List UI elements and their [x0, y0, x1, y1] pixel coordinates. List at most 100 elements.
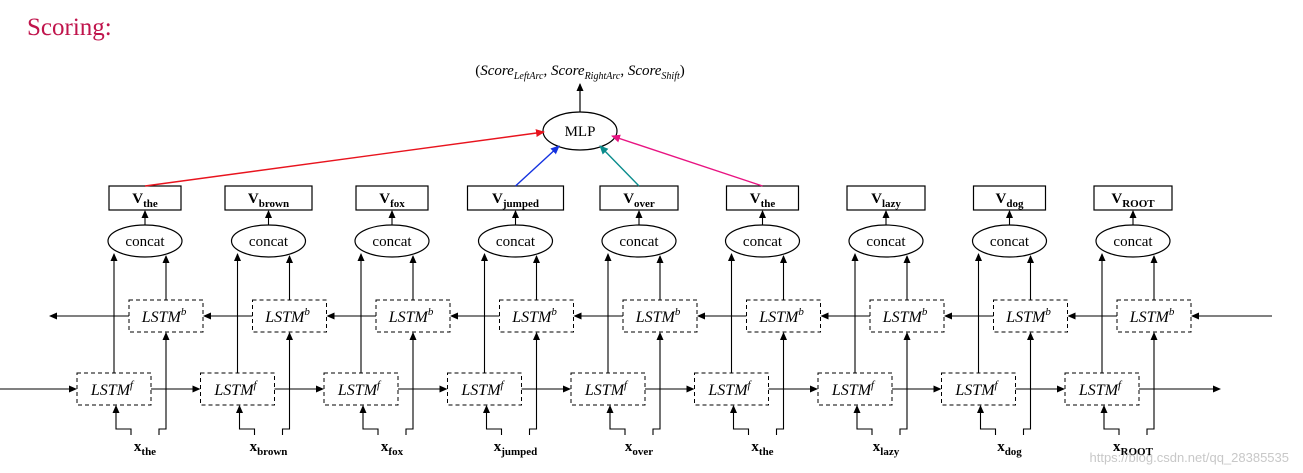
input-symbol: x — [873, 439, 881, 455]
vector-box — [355, 185, 429, 211]
input-to-backward-link — [1146, 340, 1155, 435]
lstm-sup: b — [675, 306, 681, 318]
lstm-sup: f — [254, 379, 259, 391]
lstm-word: LSTM — [882, 309, 924, 326]
lstm-forward-box — [1064, 372, 1140, 406]
input-symbol: x — [625, 439, 633, 455]
lstm-sup: f — [377, 379, 382, 391]
concat-label: concat — [249, 234, 289, 250]
input-symbol: x — [494, 439, 502, 455]
lstm-forward-box — [941, 372, 1016, 406]
lstm-forward-label: LSTMf — [460, 379, 505, 399]
lstm-forward-label: LSTMf — [213, 379, 258, 399]
input-subscript: ROOT — [1121, 446, 1154, 458]
lstm-backward-label: LSTMb — [1129, 306, 1175, 326]
lstm-forward-label: LSTMf — [337, 379, 382, 399]
input-to-forward-link — [732, 413, 750, 435]
input-to-forward-link — [238, 413, 256, 435]
lstm-sup: f — [501, 379, 506, 391]
vector-box — [466, 185, 565, 211]
input-to-backward-link — [405, 340, 414, 435]
mlp-label: MLP — [565, 124, 596, 140]
input-to-forward-link — [115, 413, 132, 435]
lstm-forward-label: LSTMf — [1078, 379, 1123, 399]
vector-box — [846, 185, 926, 211]
concat-label: concat — [1113, 234, 1153, 250]
input-to-backward-link — [899, 340, 908, 435]
input-label: xROOT — [1113, 439, 1154, 458]
concat-label: concat — [619, 234, 659, 250]
input-to-forward-link — [1103, 413, 1120, 435]
lstm-word: LSTM — [213, 382, 255, 399]
lstm-forward-label: LSTMf — [707, 379, 752, 399]
vector-subscript: the — [761, 198, 776, 210]
input-to-forward-link — [979, 413, 997, 435]
input-to-forward-link — [609, 413, 626, 435]
lstm-sup: b — [304, 306, 310, 318]
lstm-backward-box — [622, 299, 698, 333]
input-subscript: over — [632, 446, 653, 458]
concat-node — [848, 224, 924, 258]
vector-subscript: the — [143, 198, 158, 210]
vector-label: Vover — [623, 191, 655, 210]
input-symbol: x — [751, 439, 759, 455]
concat-node — [230, 224, 307, 258]
lstm-word: LSTM — [707, 382, 749, 399]
lstm-word: LSTM — [954, 382, 996, 399]
input-subscript: jumped — [500, 446, 537, 458]
input-to-backward-link — [1022, 340, 1032, 435]
input-label: xover — [625, 439, 653, 458]
input-to-backward-link — [775, 340, 785, 435]
input-symbol: x — [381, 439, 389, 455]
vector-subscript: brown — [259, 198, 289, 210]
vector-symbol: V — [248, 191, 259, 207]
lstm-word: LSTM — [90, 382, 132, 399]
lstm-backward-box — [869, 299, 945, 333]
vector-subscript: dog — [1006, 198, 1024, 210]
concat-node — [107, 224, 183, 258]
lstm-forward-box — [323, 372, 399, 406]
vector-to-mlp-arrow — [611, 134, 763, 187]
lstm-backward-box — [1116, 299, 1192, 333]
input-subscript: brown — [257, 446, 287, 458]
input-subscript: lazy — [880, 446, 899, 458]
vector-symbol: V — [871, 191, 882, 207]
input-symbol: x — [250, 439, 258, 455]
input-to-backward-link — [281, 340, 291, 435]
vector-symbol: V — [996, 191, 1007, 207]
input-label: xthe — [751, 439, 773, 458]
input-label: xdog — [997, 439, 1022, 458]
concat-label: concat — [990, 234, 1030, 250]
lstm-sup: b — [922, 306, 928, 318]
lstm-word: LSTM — [388, 309, 430, 326]
lstm-backward-box — [375, 299, 451, 333]
watermark: https://blog.csdn.net/qq_28385535 — [1089, 450, 1290, 465]
vector-symbol: V — [623, 191, 634, 207]
lstm-backward-label: LSTMb — [141, 306, 187, 326]
input-to-backward-link — [528, 340, 538, 435]
lstm-sup: b — [798, 306, 804, 318]
section-title: Scoring: — [27, 14, 112, 41]
vector-label: Vthe — [132, 191, 158, 210]
lstm-word: LSTM — [758, 309, 800, 326]
lstm-backward-label: LSTMb — [388, 306, 434, 326]
concat-node — [1095, 224, 1171, 258]
lstm-word: LSTM — [1078, 382, 1120, 399]
lstm-word: LSTM — [1129, 309, 1171, 326]
vector-box — [224, 185, 313, 211]
lstm-sup: b — [428, 306, 434, 318]
input-label: xthe — [134, 439, 156, 458]
vector-to-mlp-arrow — [144, 129, 545, 187]
vector-label: Vbrown — [248, 191, 289, 210]
lstm-backward-label: LSTMb — [635, 306, 681, 326]
input-to-forward-link — [485, 413, 503, 435]
lstm-sup: b — [181, 306, 187, 318]
vector-symbol: V — [132, 191, 143, 207]
concat-label: concat — [125, 234, 165, 250]
lstm-backward-box — [252, 299, 327, 333]
lstm-sup: b — [551, 306, 557, 318]
